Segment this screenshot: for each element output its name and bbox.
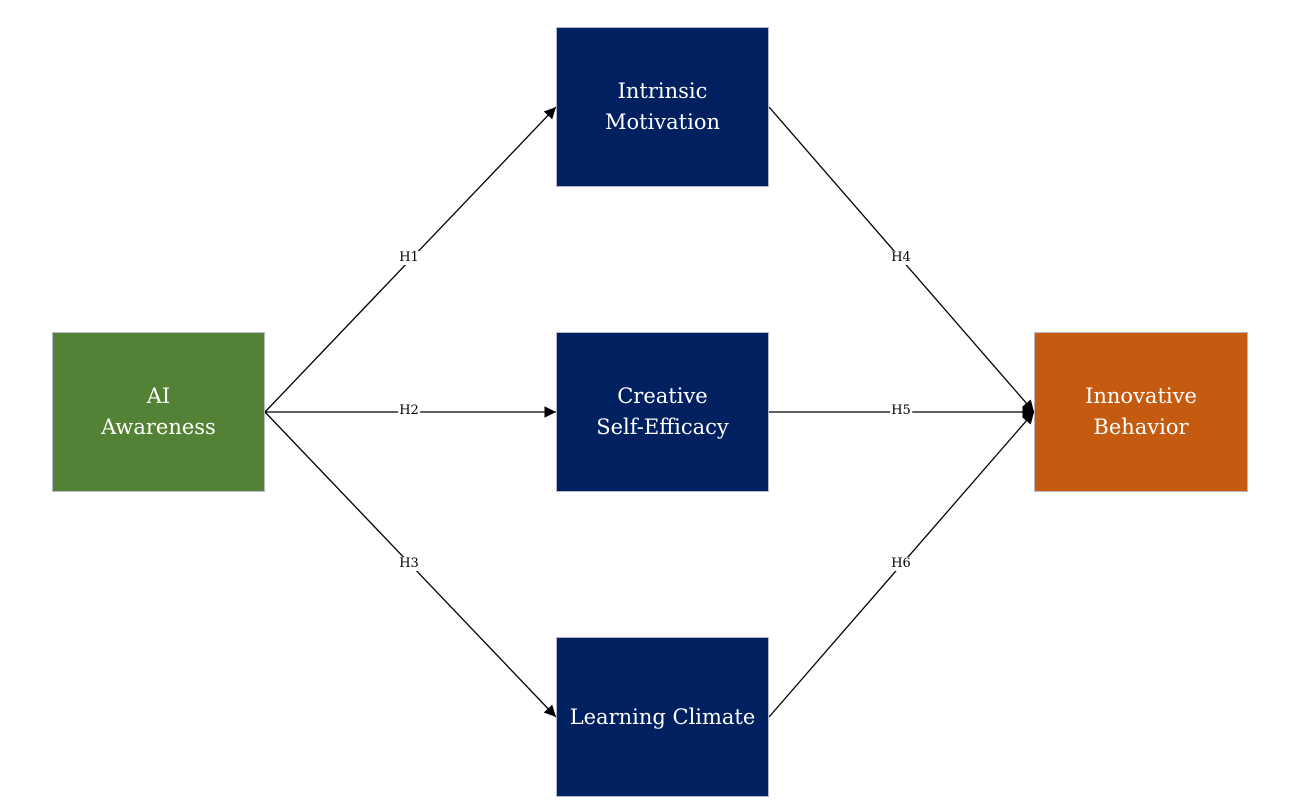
node-label: Innovative Behavior (1085, 384, 1197, 439)
edge-label-h3: H3 (398, 556, 420, 571)
node-learning-climate: Learning Climate (556, 637, 769, 797)
edge-label-h1: H1 (398, 250, 420, 265)
node-label: Creative Self-Efficacy (596, 384, 729, 439)
node-intrinsic-motivation: Intrinsic Motivation (556, 27, 769, 187)
node-creative-self-efficacy: Creative Self-Efficacy (556, 332, 769, 492)
node-ai-awareness: AI Awareness (52, 332, 265, 492)
edge-label-h5: H5 (890, 403, 912, 418)
node-label: AI Awareness (101, 384, 216, 439)
node-innovative-behavior: Innovative Behavior (1034, 332, 1248, 492)
edge-label-h6: H6 (890, 556, 912, 571)
node-label: Learning Climate (569, 704, 756, 729)
edge-label-h2: H2 (398, 403, 420, 418)
edge-label-h4: H4 (890, 250, 912, 265)
node-label: Intrinsic Motivation (604, 79, 720, 134)
